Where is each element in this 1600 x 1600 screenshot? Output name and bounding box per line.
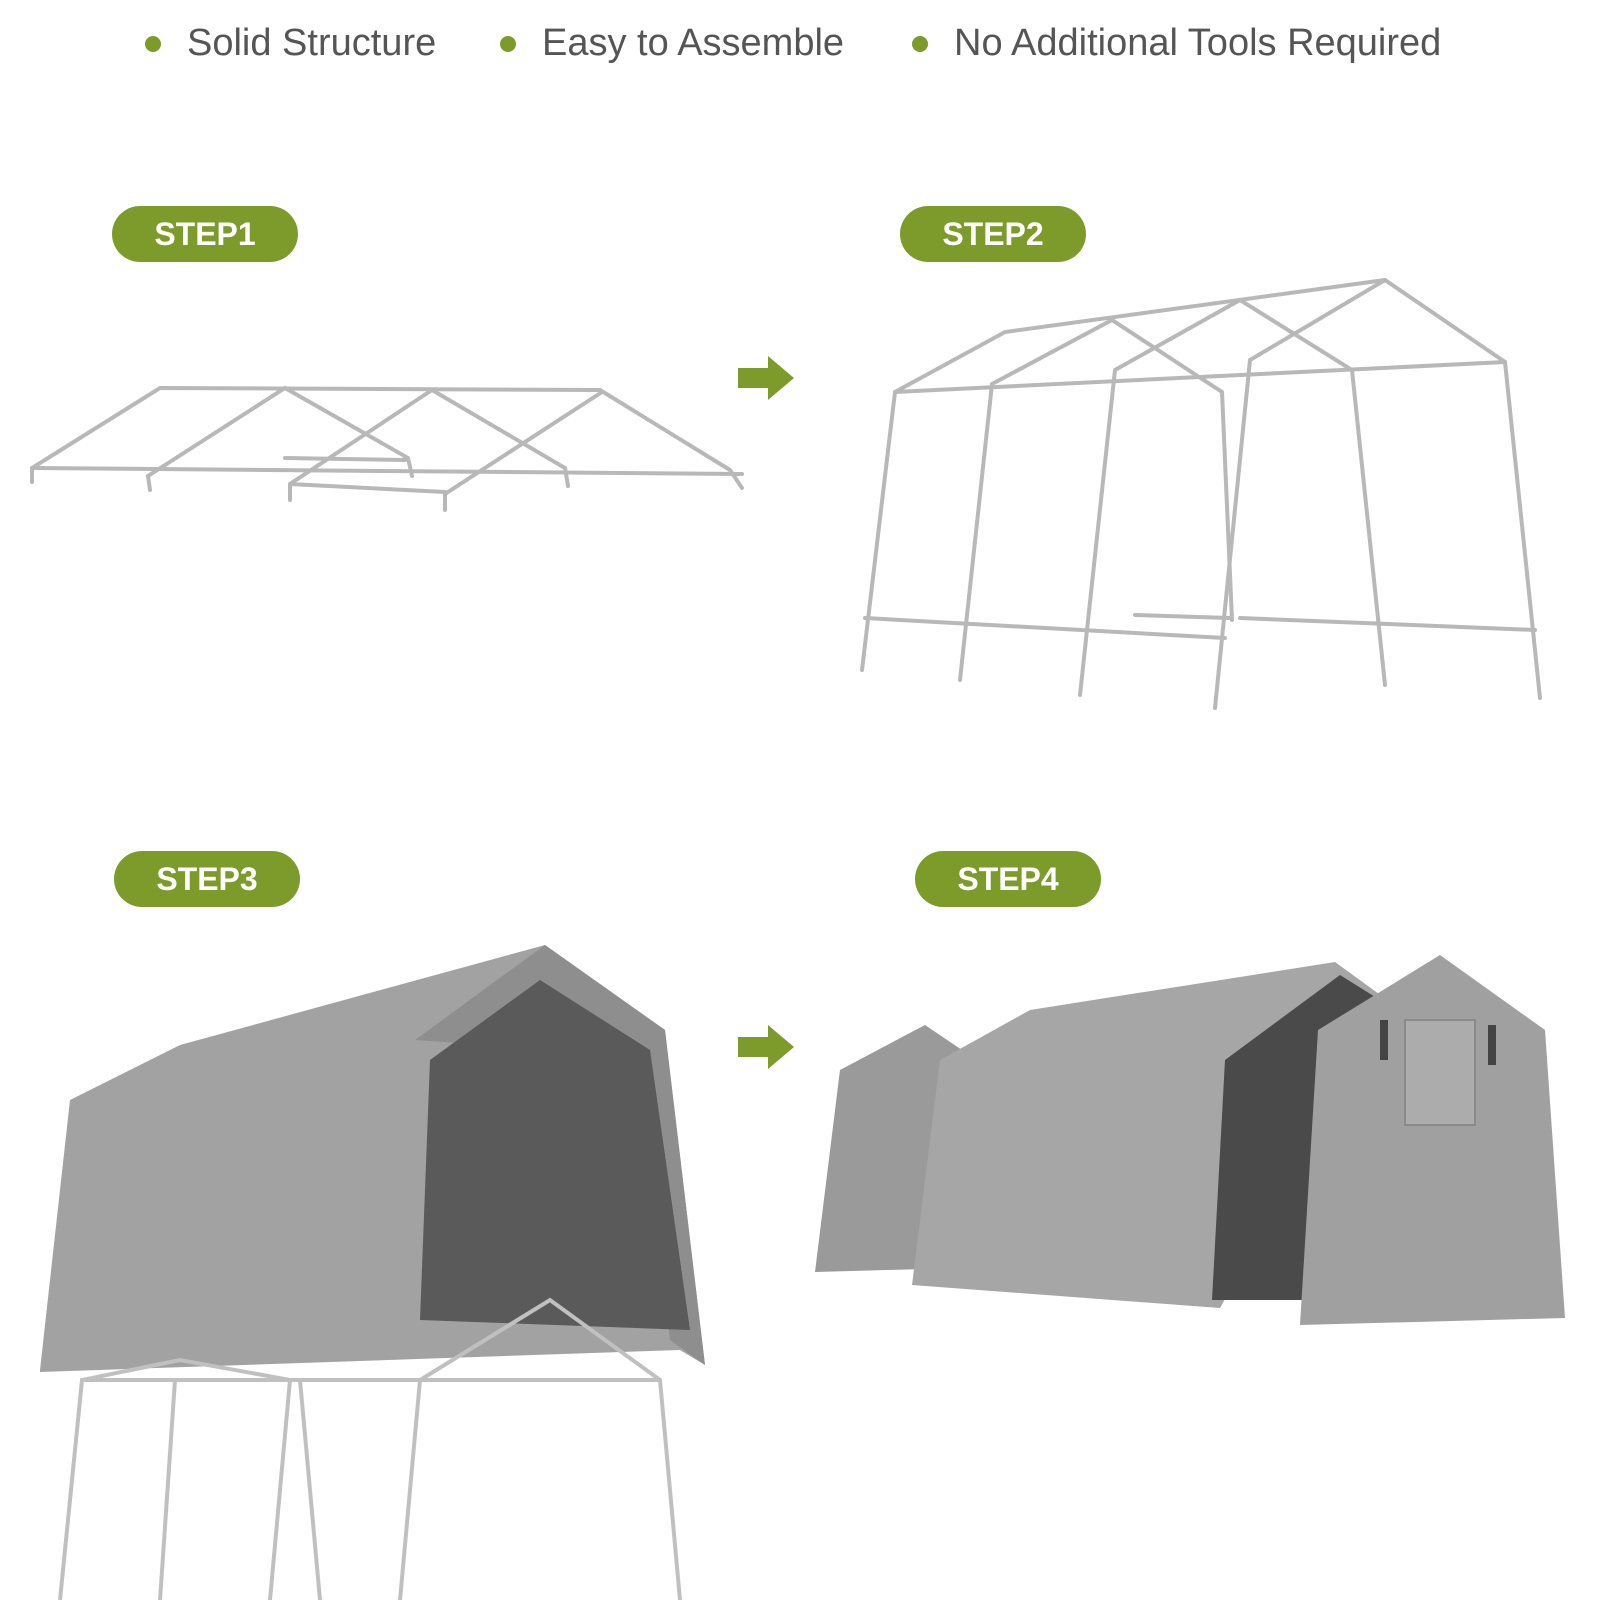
feature-item: No Additional Tools Required [912,22,1441,65]
step3-cover-illustration [40,945,705,1600]
feature-item: Easy to Assemble [500,22,844,65]
bullet-dot-icon [500,35,516,52]
feature-item: Solid Structure [145,22,436,65]
step1-roof-frame-illustration [30,385,744,512]
feature-label: No Additional Tools Required [954,22,1442,64]
step3-badge: STEP3 [114,851,300,907]
bullet-dot-icon [145,35,161,52]
step4-badge: STEP4 [915,851,1101,907]
step1-badge: STEP1 [112,206,298,262]
step4-finished-tent-illustration [815,955,1565,1325]
feature-label: Solid Structure [187,22,437,64]
step2-full-frame-illustration [860,277,1542,710]
arrow-right-icon [738,1025,794,1069]
feature-list: Solid Structure Easy to Assemble No Addi… [0,22,1600,82]
bullet-dot-icon [912,35,928,52]
step2-badge: STEP2 [900,206,1086,262]
arrow-right-icon [738,356,794,400]
feature-label: Easy to Assemble [542,22,845,64]
